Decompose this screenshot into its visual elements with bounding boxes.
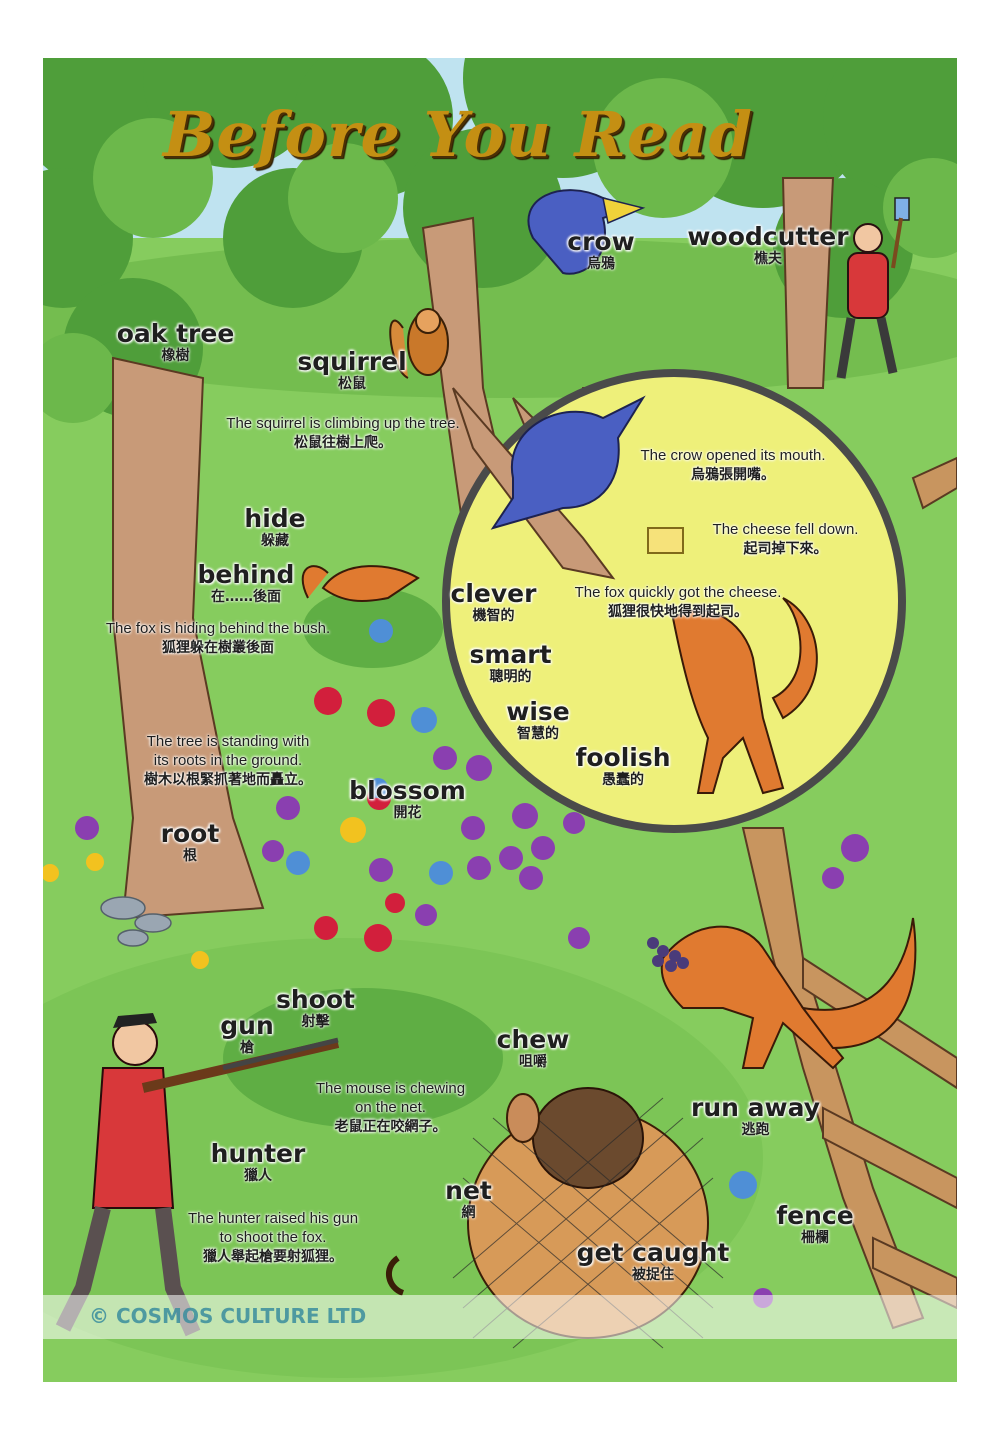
- vocab-shoot: shoot 射擊: [268, 986, 363, 1031]
- sentence-en: The tree is standing with: [146, 733, 310, 750]
- vocab-foolish: foolish 愚蠢的: [568, 744, 678, 789]
- sentence-en: The hunter raised his gun: [187, 1210, 359, 1227]
- sentence-en: The cheese fell down.: [712, 521, 859, 538]
- sentence-zh: 狐狸躲在樹叢後面: [162, 639, 274, 655]
- vocab-clever: clever 機智的: [446, 580, 541, 625]
- vocab-oak-tree: oak tree 橡樹: [113, 320, 238, 365]
- vocab-run-away: run away 逃跑: [683, 1094, 828, 1139]
- vocab-translation: 射擊: [301, 1014, 330, 1030]
- sentence-en: The fox quickly got the cheese.: [574, 584, 782, 601]
- sentence-fox-hiding: The fox is hiding behind the bush. 狐狸躲在樹…: [73, 619, 363, 657]
- sentence-en: its roots in the ground.: [153, 752, 303, 769]
- vocab-translation: 烏鴉: [587, 256, 615, 272]
- sentence-zh: 烏鴉張開嘴。: [691, 466, 775, 482]
- vocab-smart: smart 聰明的: [463, 641, 558, 686]
- sentence-squirrel: The squirrel is climbing up the tree. 松鼠…: [193, 414, 493, 452]
- vocab-word: shoot: [276, 985, 355, 1014]
- vocab-word: clever: [450, 579, 537, 608]
- vocab-get-caught: get caught 被捉住: [573, 1239, 733, 1284]
- vocab-word: behind: [197, 560, 295, 589]
- vocab-word: run away: [691, 1093, 820, 1122]
- vocab-word: blossom: [349, 776, 466, 805]
- vocab-root: root 根: [150, 820, 230, 865]
- sentence-zh: 樹木以根緊抓著地而矗立。: [144, 771, 312, 787]
- vocab-fence: fence 柵欄: [760, 1202, 870, 1247]
- vocab-word: wise: [506, 697, 570, 726]
- vocab-hunter: hunter 獵人: [203, 1140, 313, 1185]
- forest-scene-illustration: [43, 58, 957, 1382]
- vocab-chew: chew 咀嚼: [488, 1026, 578, 1071]
- vocab-word: foolish: [575, 743, 671, 772]
- vocab-word: oak tree: [116, 319, 235, 348]
- sentence-en: The fox is hiding behind the bush.: [105, 620, 331, 637]
- page-title: Before You Read: [163, 98, 753, 171]
- sentence-en: The crow opened its mouth.: [640, 447, 826, 464]
- sentence-hunter: The hunter raised his gun to shoot the f…: [158, 1209, 388, 1266]
- vocab-net: net 網: [436, 1177, 501, 1222]
- vocab-translation: 槍: [240, 1040, 254, 1056]
- vocab-translation: 網: [461, 1205, 476, 1221]
- vocab-word: crow: [567, 227, 635, 256]
- sentence-en: to shoot the fox.: [219, 1229, 327, 1246]
- vocab-translation: 橡樹: [161, 348, 190, 364]
- vocab-translation: 根: [183, 848, 197, 864]
- sentence-en: The squirrel is climbing up the tree.: [226, 415, 460, 432]
- vocab-translation: 在……後面: [211, 589, 281, 605]
- vocab-wise: wise 智慧的: [493, 698, 583, 743]
- sentence-en: on the net.: [355, 1099, 426, 1116]
- vocab-word: chew: [496, 1025, 570, 1054]
- vocab-translation: 逃跑: [741, 1122, 770, 1138]
- vocab-translation: 智慧的: [517, 726, 559, 742]
- vocab-word: woodcutter: [687, 222, 849, 251]
- vocab-woodcutter: woodcutter 樵夫: [683, 223, 853, 268]
- vocab-word: net: [445, 1176, 492, 1205]
- vocab-crow: crow 烏鴉: [561, 228, 641, 273]
- vocab-word: squirrel: [297, 347, 407, 376]
- vocab-translation: 開花: [393, 805, 422, 821]
- copyright-band: [43, 1295, 957, 1339]
- vocab-translation: 樵夫: [754, 251, 782, 267]
- vocab-blossom: blossom 開花: [345, 777, 470, 822]
- vocab-translation: 松鼠: [338, 376, 366, 392]
- vocab-translation: 柵欄: [801, 1230, 829, 1246]
- sentence-fox-cheese: The fox quickly got the cheese. 狐狸很快地得到起…: [548, 583, 808, 621]
- sentence-zh: 獵人舉起槍要射狐狸。: [203, 1248, 343, 1264]
- vocab-hide: hide 躲藏: [235, 505, 315, 550]
- vocab-translation: 獵人: [244, 1168, 272, 1184]
- sentence-mouse: The mouse is chewing on the net. 老鼠正在咬網子…: [293, 1079, 488, 1136]
- sentence-crow-mouth: The crow opened its mouth. 烏鴉張開嘴。: [613, 446, 853, 484]
- vocab-word: smart: [469, 640, 552, 669]
- vocab-word: root: [160, 819, 220, 848]
- sentence-en: The mouse is chewing: [315, 1080, 466, 1097]
- vocab-translation: 機智的: [472, 608, 515, 624]
- vocab-squirrel: squirrel 松鼠: [297, 348, 407, 393]
- sentence-tree-roots: The tree is standing with its roots in t…: [118, 732, 338, 789]
- vocab-word: hide: [244, 504, 306, 533]
- sentence-zh: 老鼠正在咬網子。: [334, 1118, 447, 1134]
- vocab-translation: 愚蠢的: [602, 772, 644, 788]
- sentence-cheese: The cheese fell down. 起司掉下來。: [688, 520, 883, 558]
- sentence-zh: 起司掉下來。: [743, 540, 828, 556]
- vocab-behind: behind 在……後面: [191, 561, 301, 606]
- vocab-translation: 躲藏: [261, 533, 289, 549]
- vocab-gun: gun 槍: [207, 1012, 287, 1057]
- poster: Before You Read crow 烏鴉 woodcutter 樵夫 oa…: [43, 58, 957, 1382]
- vocab-translation: 咀嚼: [519, 1054, 547, 1070]
- sentence-zh: 松鼠往樹上爬。: [294, 434, 392, 450]
- vocab-translation: 聰明的: [489, 669, 532, 685]
- vocab-word: gun: [220, 1011, 274, 1040]
- copyright-text: © COSMOS CULTURE LTD: [89, 1304, 367, 1328]
- vocab-word: hunter: [210, 1139, 306, 1168]
- vocab-translation: 被捉住: [632, 1267, 674, 1283]
- sentence-zh: 狐狸很快地得到起司。: [608, 603, 748, 619]
- vocab-word: fence: [776, 1201, 854, 1230]
- vocab-word: get caught: [576, 1238, 730, 1267]
